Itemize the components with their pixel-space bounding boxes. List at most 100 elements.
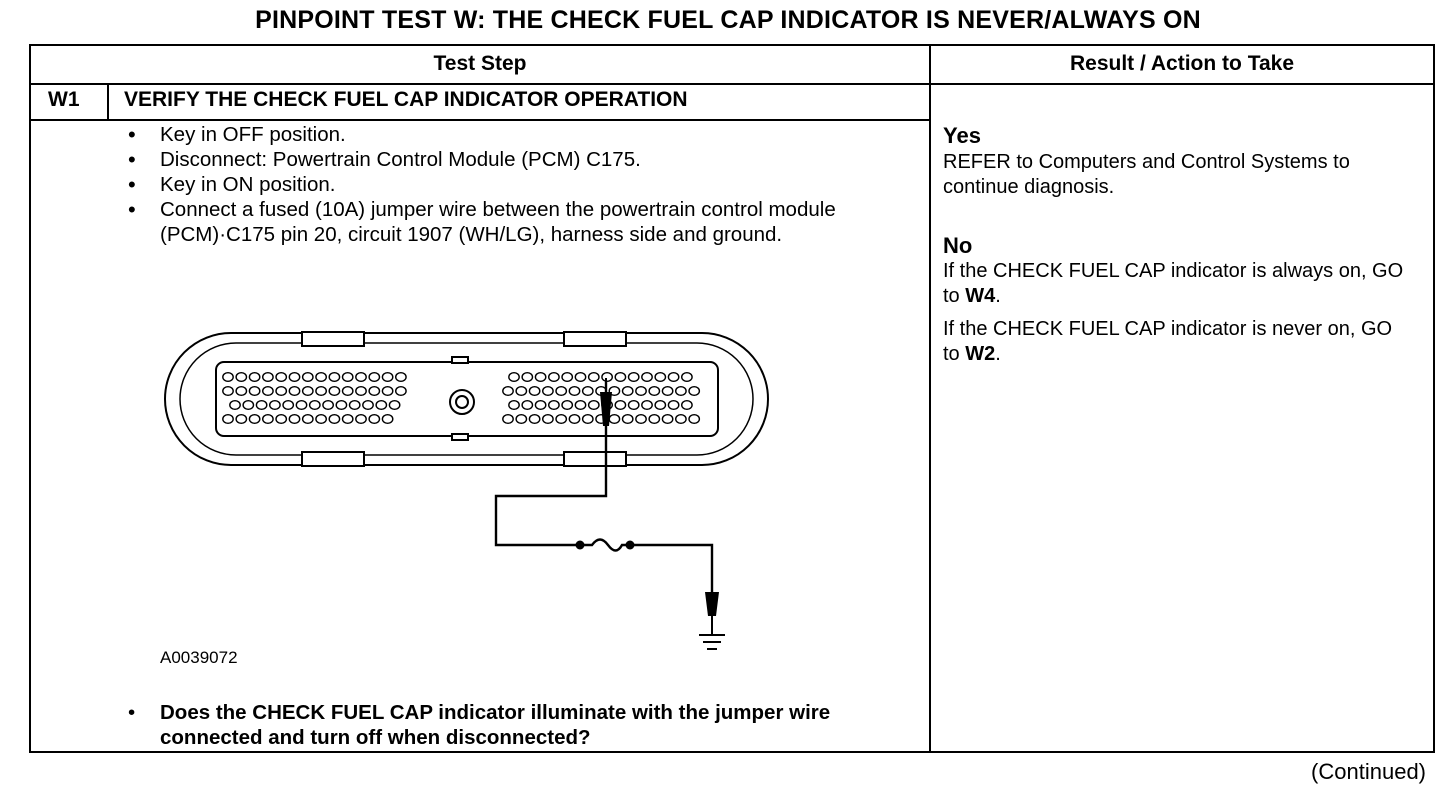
pin <box>528 386 541 397</box>
connector-inner-rim <box>179 342 754 456</box>
pin <box>368 386 381 397</box>
pin <box>235 414 248 425</box>
pin <box>627 400 640 411</box>
yes-action: REFER to Computers and Control Systems t… <box>943 151 1350 198</box>
pin <box>568 386 581 397</box>
step-title: VERIFY THE CHECK FUEL CAP INDICATOR OPER… <box>124 88 688 111</box>
pin <box>261 414 274 425</box>
pin <box>381 414 394 425</box>
ground-clip <box>705 592 719 634</box>
instruction-item: •Connect a fused (10A) jumper wire betwe… <box>128 197 836 246</box>
pin <box>542 386 554 397</box>
connector-outer-body <box>164 332 769 466</box>
pin <box>381 386 394 397</box>
pin <box>574 372 587 383</box>
pin <box>561 372 574 383</box>
step-title-divider <box>29 119 930 121</box>
pin <box>268 400 281 411</box>
pin <box>328 414 341 425</box>
header-divider <box>29 83 1435 85</box>
pin <box>528 414 541 425</box>
ground-icon <box>699 634 725 650</box>
pin <box>388 400 401 411</box>
pin <box>295 400 308 411</box>
no-label: No <box>943 233 973 258</box>
pin <box>688 414 701 425</box>
pin <box>261 372 274 383</box>
center-bolt-inner <box>455 395 469 409</box>
pin <box>534 372 547 383</box>
pin <box>515 386 528 397</box>
pin <box>394 386 407 397</box>
result-header: Result / Action to Take <box>1069 52 1295 75</box>
key-notch-top <box>451 356 469 364</box>
pin <box>641 372 653 383</box>
center-bolt <box>449 389 475 415</box>
pin <box>548 372 560 383</box>
pin <box>222 414 234 425</box>
pin <box>515 414 528 425</box>
pin <box>368 372 381 383</box>
pin <box>521 400 534 411</box>
figure-id: A0039072 <box>160 648 238 667</box>
pin <box>368 414 381 425</box>
pin <box>261 386 274 397</box>
pin <box>641 400 653 411</box>
pin <box>581 386 594 397</box>
connector-tab-bottom-right <box>563 451 627 467</box>
pin <box>681 372 693 383</box>
pin <box>275 414 288 425</box>
pin <box>675 386 687 397</box>
pin <box>661 414 674 425</box>
pin <box>561 400 574 411</box>
pin <box>275 372 288 383</box>
pin <box>394 372 407 383</box>
pin <box>235 372 248 383</box>
pin <box>229 400 241 411</box>
pin <box>648 414 661 425</box>
pin <box>282 400 295 411</box>
pin <box>574 400 587 411</box>
pin <box>328 372 341 383</box>
pin <box>275 386 288 397</box>
connector-tab-bottom-left <box>301 451 365 467</box>
pin <box>648 386 661 397</box>
pin <box>288 386 301 397</box>
probe-tip-pin20 <box>600 378 612 426</box>
pin <box>587 372 600 383</box>
fuse-terminals <box>575 540 635 550</box>
pin <box>288 372 301 383</box>
step-id: W1 <box>48 88 80 111</box>
pin <box>627 372 640 383</box>
step-id-divider <box>107 84 109 120</box>
pin <box>381 372 394 383</box>
pin <box>375 400 388 411</box>
no-action-never-on: If the CHECK FUEL CAP indicator is never… <box>943 318 1393 365</box>
pin <box>508 400 520 411</box>
pin <box>248 386 261 397</box>
pin <box>301 414 314 425</box>
goto-w2-link: W2 <box>965 343 996 365</box>
pin <box>315 386 327 397</box>
pin <box>341 386 354 397</box>
pin <box>521 372 534 383</box>
pin <box>222 372 234 383</box>
pin <box>681 400 693 411</box>
connector-pins <box>222 372 701 425</box>
no-action-always-on: If the CHECK FUEL CAP indicator is alway… <box>943 260 1404 307</box>
instruction-item: •Key in ON position. <box>128 172 336 197</box>
pin <box>315 414 327 425</box>
pin <box>587 400 600 411</box>
instruction-item: •Key in OFF position. <box>128 122 346 147</box>
pin <box>301 386 314 397</box>
pin <box>635 414 647 425</box>
pin <box>322 400 334 411</box>
pin <box>548 400 560 411</box>
connector-tab-top-right <box>563 331 627 347</box>
pin <box>328 386 341 397</box>
pin <box>288 414 301 425</box>
pin <box>621 414 634 425</box>
pin <box>688 386 701 397</box>
key-notch-bottom <box>451 433 469 441</box>
